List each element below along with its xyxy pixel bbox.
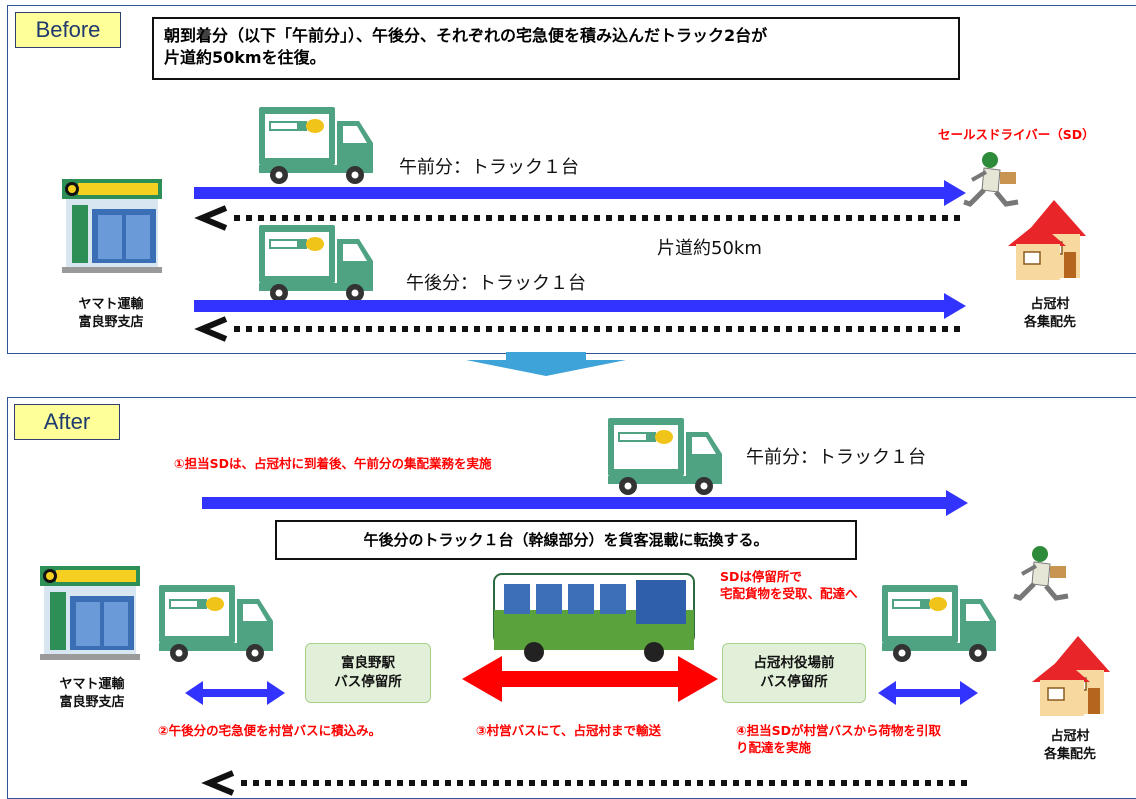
before-store-line2: 富良野支店 xyxy=(78,315,144,330)
after-dest-line1: 占冠村 xyxy=(1050,729,1090,744)
before-house-icon xyxy=(1007,199,1087,281)
after-sd-note-line2: 宅配貨物を受取、配達へ xyxy=(720,586,858,601)
stop-shimukappu-line1: 占冠村役場前 xyxy=(753,655,835,671)
after-note4-line2: り配達を実施 xyxy=(736,740,812,755)
after-arrow-return xyxy=(201,770,969,796)
after-note2: ②午後分の宅急便を村営バスに積込み。 xyxy=(158,723,382,738)
stop-furano-line2: バス停留所 xyxy=(334,674,402,690)
after-store-icon xyxy=(40,566,140,660)
after-truck-left-icon xyxy=(159,585,273,662)
before-store-label: ヤマト運輸 富良野支店 xyxy=(56,296,166,332)
after-sd-note-line1: SDは停留所で xyxy=(720,569,802,584)
after-arrow-forward-top xyxy=(202,490,968,516)
after-arrow-bus-route xyxy=(462,656,718,702)
after-sd-note: SDは停留所で 宅配貨物を受取、配達へ xyxy=(720,568,858,602)
after-house-icon xyxy=(1031,635,1111,717)
before-arrow-return-1 xyxy=(194,205,962,231)
before-sd-label: セールスドライバー（SD） xyxy=(938,127,1095,142)
before-store-line1: ヤマト運輸 xyxy=(78,297,144,312)
after-note4: ④担当SDが村営バスから荷物を引取 り配達を実施 xyxy=(736,722,941,756)
after-runner-icon xyxy=(1012,546,1072,606)
stop-shimukappu: 占冠村役場前 バス停留所 xyxy=(722,643,866,703)
bus-icon xyxy=(493,573,695,663)
after-truck-label: 午前分：トラック１台 xyxy=(746,447,926,468)
before-headline-line2: 片道約50kmを往復。 xyxy=(164,48,326,67)
before-distance-label: 片道約50km xyxy=(657,238,762,259)
after-store-line2: 富良野支店 xyxy=(59,695,125,710)
before-tag: Before xyxy=(15,12,121,48)
after-arrow-right-segment xyxy=(878,681,978,705)
before-headline-line1: 朝到着分（以下「午前分」）、午後分、それぞれの宅急便を積み込んだトラック2台が xyxy=(164,26,768,45)
before-arrow-forward-2 xyxy=(194,293,966,319)
before-truck2-label: 午後分：トラック１台 xyxy=(406,273,586,294)
before-truck1-label: 午前分：トラック１台 xyxy=(399,157,579,178)
after-store-label: ヤマト運輸 富良野支店 xyxy=(37,676,147,712)
before-store-icon xyxy=(62,179,162,273)
before-dest-line2: 各集配先 xyxy=(1023,315,1076,330)
after-store-line1: ヤマト運輸 xyxy=(59,677,125,692)
after-truck-right-icon xyxy=(882,585,996,662)
after-dest-label: 占冠村 各集配先 xyxy=(1020,728,1120,764)
after-arrow-left-segment xyxy=(185,681,285,705)
after-note4-line1: ④担当SDが村営バスから荷物を引取 xyxy=(736,723,941,738)
before-arrow-forward-1 xyxy=(194,180,966,206)
after-note1: ①担当SDは、占冠村に到着後、午前分の集配業務を実施 xyxy=(174,456,492,471)
after-headline: 午後分のトラック１台（幹線部分）を貨客混載に転換する。 xyxy=(275,520,857,560)
before-truck1-icon xyxy=(259,107,373,184)
after-dest-line2: 各集配先 xyxy=(1043,747,1096,762)
before-dest-line1: 占冠村 xyxy=(1030,297,1070,312)
after-tag: After xyxy=(14,404,120,440)
transition-arrow xyxy=(466,352,626,376)
before-headline: 朝到着分（以下「午前分」）、午後分、それぞれの宅急便を積み込んだトラック2台が … xyxy=(152,17,960,80)
stop-furano: 富良野駅 バス停留所 xyxy=(305,643,431,703)
stop-shimukappu-line2: バス停留所 xyxy=(760,674,828,690)
stop-furano-line1: 富良野駅 xyxy=(341,655,395,671)
before-dest-label: 占冠村 各集配先 xyxy=(1000,296,1100,332)
before-runner-icon xyxy=(962,152,1022,212)
before-arrow-return-2 xyxy=(194,316,962,342)
after-note3: ③村営バスにて、占冠村まで輸送 xyxy=(476,723,661,738)
after-truck-top-icon xyxy=(608,418,722,495)
